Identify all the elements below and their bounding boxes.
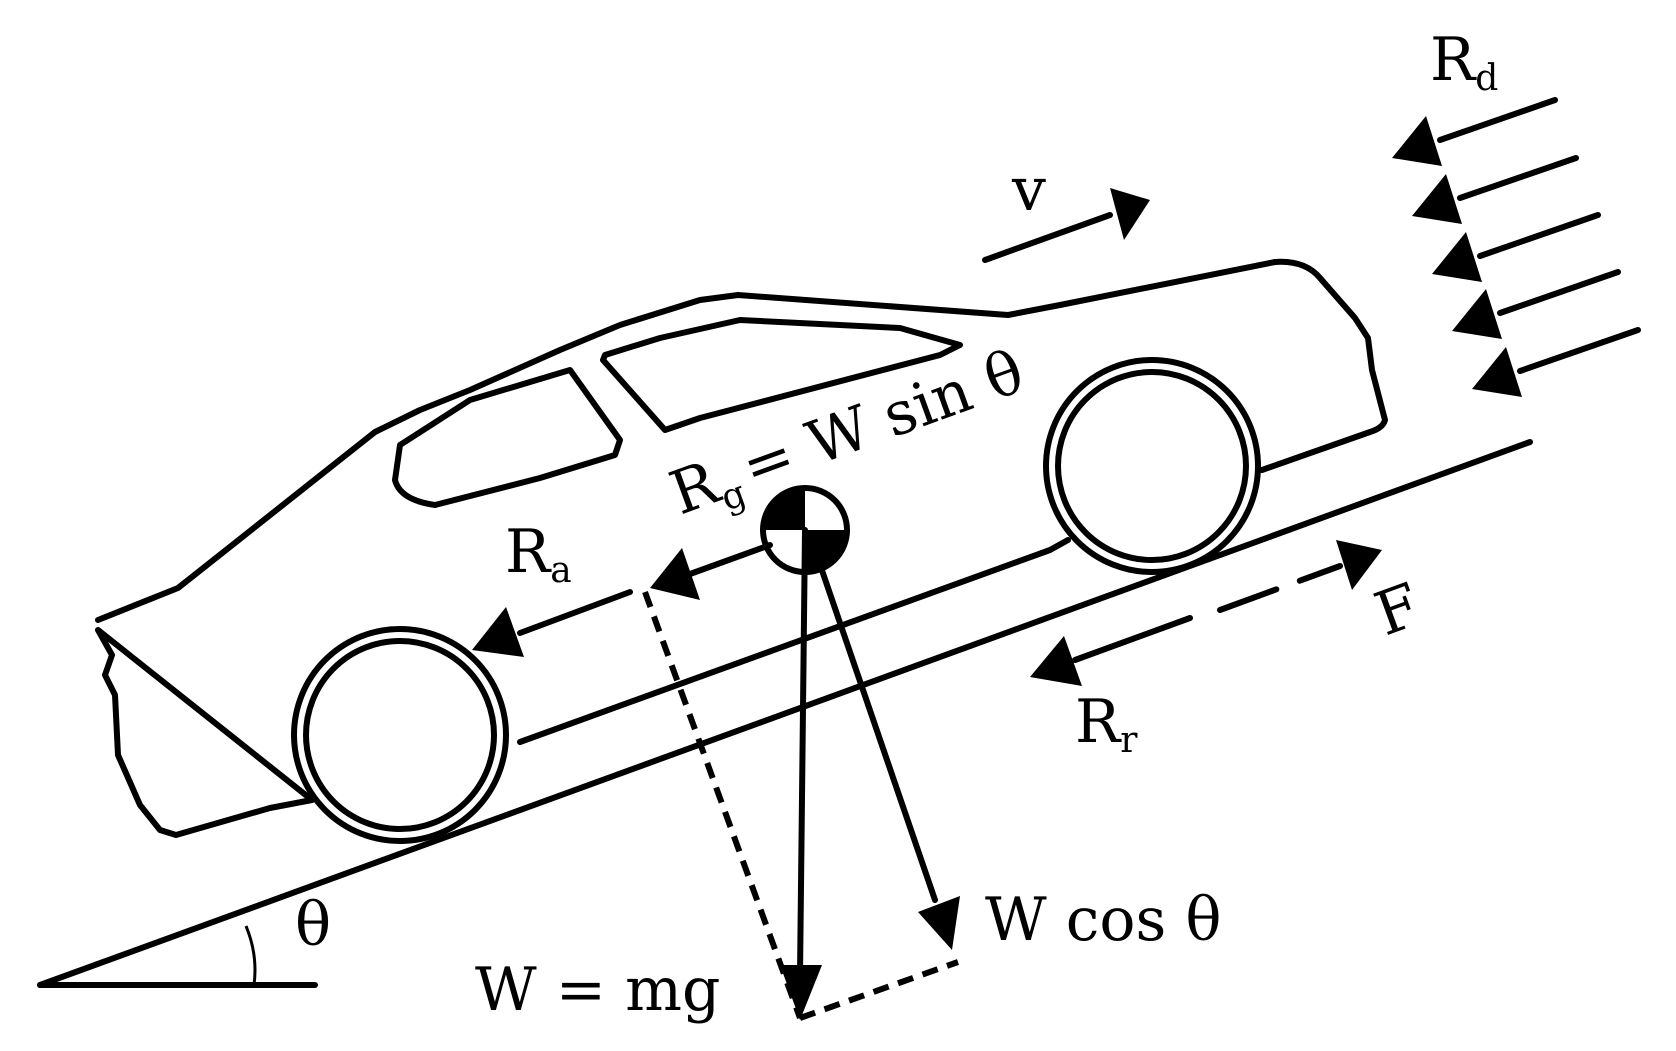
rear-wheel-inner bbox=[303, 638, 497, 832]
velocity-arrowhead bbox=[1110, 188, 1150, 240]
tractive-force-arrowhead bbox=[1336, 540, 1382, 590]
label-f: F bbox=[1366, 570, 1429, 650]
dashed-construction-line-bottom bbox=[798, 959, 960, 1021]
label-rg: Rg= W sin θ bbox=[661, 337, 1035, 535]
label-rr: Rr bbox=[1075, 687, 1138, 761]
dashed-construction-line-left bbox=[642, 590, 803, 1020]
rolling-resistance-arrow-shaft bbox=[1072, 615, 1193, 663]
theta-angle-arc bbox=[244, 925, 257, 986]
normal-component-arrowhead bbox=[918, 896, 960, 950]
incline-surface bbox=[37, 439, 1533, 988]
tractive-force-arrow-shaft bbox=[1217, 563, 1343, 613]
rolling-resistance-arrowhead bbox=[1030, 636, 1082, 686]
aero-resistance-arrow-shaft bbox=[517, 589, 633, 636]
label-v: v bbox=[1011, 155, 1046, 225]
front-wheel-inner bbox=[1055, 369, 1249, 563]
weight-arrowhead bbox=[780, 965, 822, 1020]
normal-component-arrow-shaft bbox=[812, 547, 938, 903]
label-w-cos-theta: W cos θ bbox=[985, 885, 1221, 955]
label-w-mg: W = mg bbox=[475, 955, 720, 1025]
label-rd: Rd bbox=[1430, 25, 1498, 99]
weight-arrow-shaft bbox=[797, 527, 808, 978]
label-ra: Ra bbox=[505, 517, 572, 591]
gravity-resistance-arrowhead bbox=[650, 548, 700, 600]
label-theta: θ bbox=[295, 890, 331, 960]
velocity-arrow-shaft bbox=[982, 212, 1113, 263]
front-wheel-outer bbox=[1043, 357, 1261, 575]
drag-wind-arrows bbox=[1392, 97, 1641, 397]
gravity-resistance-arrow-shaft bbox=[687, 542, 773, 577]
car-body bbox=[95, 258, 1388, 838]
front-window bbox=[600, 317, 963, 433]
rear-wheel-outer bbox=[291, 626, 509, 844]
rear-window bbox=[392, 367, 623, 508]
aero-resistance-arrowhead bbox=[472, 607, 524, 657]
